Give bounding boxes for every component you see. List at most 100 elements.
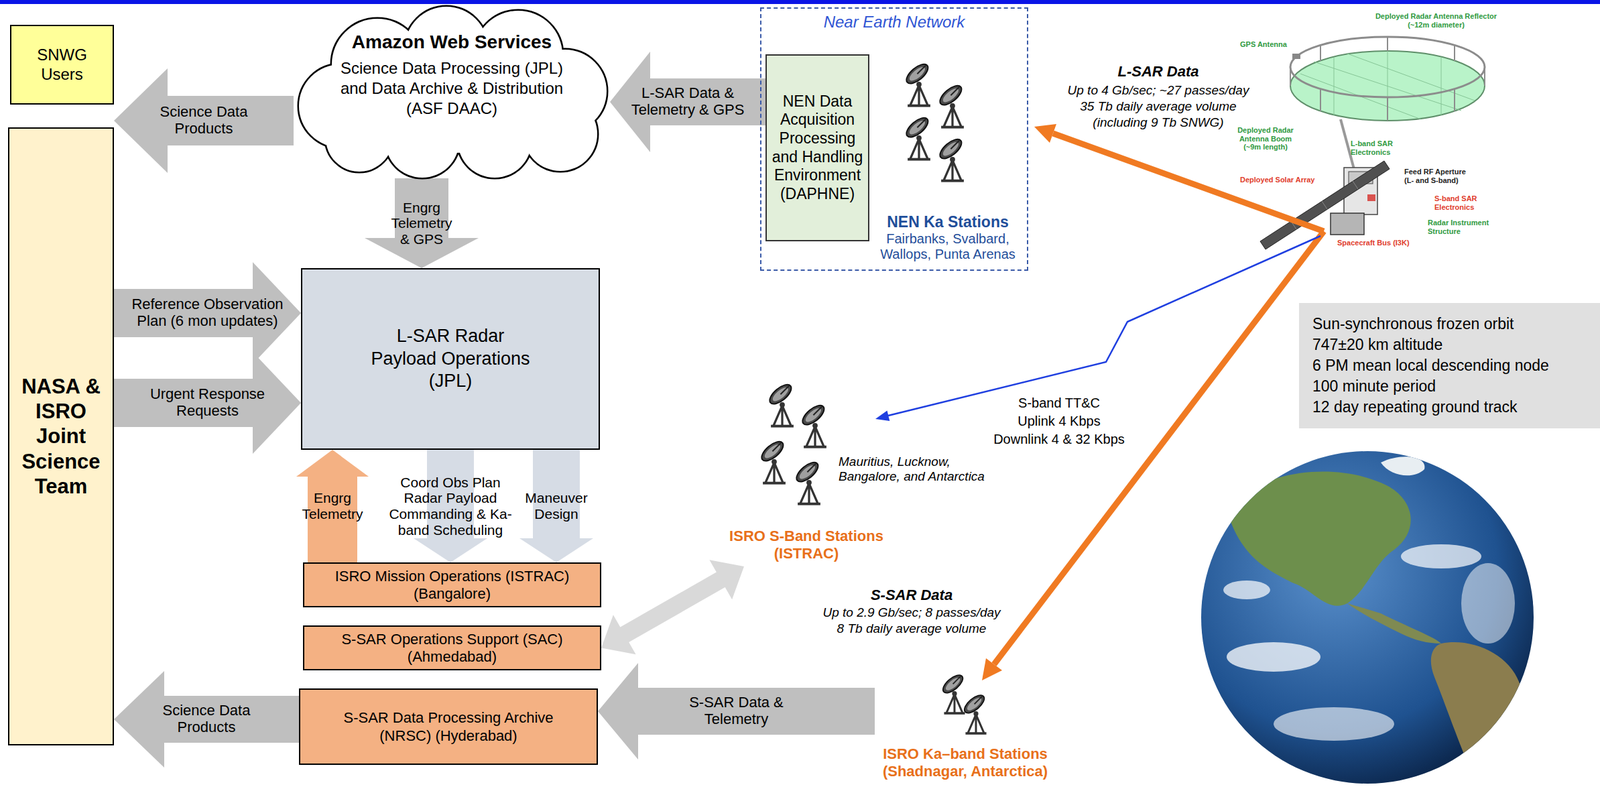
s-band-electronics: [1367, 194, 1376, 202]
node-text: SNWG Users: [25, 45, 100, 84]
node-text: Sun-synchronous frozen orbit: [1312, 313, 1514, 335]
ground-station: ISRO Ka–band Stations (Shadnagar, Antarc…: [874, 666, 1056, 785]
node-text: Science Data Processing (JPL) and Data A…: [331, 58, 573, 119]
callout-label: GPS Antenna: [1240, 40, 1294, 49]
cloud-swirl: [1461, 563, 1515, 644]
antenna-icon: [793, 459, 822, 506]
arrow-head: [709, 559, 745, 600]
data-center-box: S-SAR Data Processing Archive (NRSC) (Hy…: [298, 688, 598, 765]
callout-label: Radar Instrument Structure: [1427, 218, 1502, 236]
node-text: 12 day repeating ground track: [1312, 396, 1518, 418]
edge-label: S-SAR Data & Telemetry: [683, 694, 791, 728]
antenna-icon: [903, 114, 932, 161]
orbit-info-panel: Sun-synchronous frozen orbit747±20 km al…: [1299, 302, 1600, 429]
antenna-icon: [766, 381, 795, 428]
link-annotation: S-SAR Data: [811, 586, 1013, 604]
link-annotation: Downlink 4 & 32 Kbps: [978, 431, 1140, 448]
truss-struts: [1290, 36, 1485, 121]
cloud-lobe: [523, 97, 598, 171]
operations-box: L-SAR Radar Payload Operations (JPL): [300, 268, 600, 450]
process-box: NEN Data Acquisition Processing and Hand…: [765, 54, 870, 242]
cloud-swirl: [1226, 642, 1321, 672]
node-text: Fairbanks, Svalbard, Wallops, Punta Aren…: [870, 231, 1026, 263]
cloud-swirl: [1400, 544, 1482, 569]
block-arrow: [601, 559, 745, 655]
cloud-swirl: [1273, 707, 1395, 741]
cloud-swirl: [1223, 580, 1271, 600]
antenna-icon: [799, 402, 828, 449]
antenna-icon: [961, 691, 987, 734]
link-annotation: Up to 4 Gb/sec; ~27 passes/day: [1057, 83, 1259, 98]
edge-label: Engrg Telemetry & GPS: [384, 199, 459, 248]
node-text: Near Earth Network: [823, 12, 966, 32]
edge-label: L-SAR Data & Telemetry & GPS: [620, 85, 755, 118]
team-box: NASA & ISRO Joint Science Team: [8, 127, 114, 746]
ground-station: Mauritius, Lucknow, Bangalore, and Antar…: [722, 372, 998, 567]
link-annotation: (including 9 Tb SNWG): [1057, 115, 1259, 131]
link-annotation: S-band TT&C: [978, 395, 1140, 411]
solar-array: [1260, 160, 1390, 250]
node-text: 100 minute period: [1312, 376, 1436, 397]
operations-box: S-SAR Operations Support (SAC) (Ahmedaba…: [302, 625, 602, 671]
link-annotation: Up to 2.9 Gb/sec; 8 passes/day: [811, 605, 1013, 621]
callout-label: L-band SAR Electronics: [1350, 139, 1405, 157]
block-arrow: [113, 351, 301, 454]
callout-label: Spacecraft Bus (I3K): [1337, 238, 1432, 248]
antenna-icon: [903, 60, 932, 108]
node-text: 6 PM mean local descending node: [1312, 355, 1550, 377]
s-sar-downlink: [994, 231, 1324, 665]
cloud-lobe: [325, 104, 393, 172]
network-region: Near Earth NetworkNEN Data Acquisition P…: [760, 7, 1029, 271]
block-arrow: [113, 670, 299, 768]
arrow-shaft: [637, 687, 875, 735]
node-text: S-SAR Data Processing Archive (NRSC) (Hy…: [327, 708, 570, 746]
node-text: ISRO Ka–band Stations (Shadnagar, Antarc…: [877, 745, 1054, 781]
earth-surface: [1223, 456, 1522, 778]
block-arrow: [113, 262, 301, 364]
node-text: 747±20 km altitude: [1312, 334, 1443, 356]
edge-label: Engrg Telemetry: [298, 489, 366, 522]
continent: [1431, 642, 1523, 778]
ice-sheet: [1380, 456, 1425, 476]
antenna-icon: [937, 82, 966, 129]
link-annotation: L-SAR Data: [1057, 63, 1259, 80]
tt-and-c-link: [888, 235, 1321, 416]
edge-label: Urgent Response Requests: [140, 386, 275, 419]
block-arrow: [597, 662, 875, 760]
edge-label: Maneuver Design: [519, 489, 594, 522]
spacecraft-bus: [1330, 213, 1365, 235]
earth-disc: [1201, 451, 1534, 784]
gps-antenna: [1292, 53, 1301, 59]
antenna-icon: [937, 136, 966, 183]
node-text: S-SAR Operations Support (SAC) (Ahmedaba…: [311, 630, 594, 666]
node-text: NEN Data Acquisition Processing and Hand…: [768, 92, 867, 204]
callout-label: Deployed Radar Antenna Boom (~9m length): [1232, 126, 1300, 152]
arrow-head: [1034, 124, 1057, 143]
node-text: NASA & ISRO Joint Science Team: [14, 374, 108, 499]
edge-label: Science Data Products: [156, 702, 257, 736]
block-arrow: [113, 68, 294, 173]
node-text: ISRO Mission Operations (ISTRAC) (Bangal…: [311, 567, 594, 603]
node-text: Amazon Web Services: [351, 30, 552, 53]
arrow-head: [981, 658, 1003, 681]
arrow-head: [113, 670, 165, 768]
cloud-lobe: [523, 97, 598, 171]
link-annotation: 8 Tb daily average volume: [811, 621, 1013, 637]
antenna-icon: [939, 671, 966, 714]
arrow-shaft: [624, 579, 722, 635]
arrow-head: [296, 449, 369, 477]
link-annotation: 35 Tb daily average volume: [1057, 99, 1259, 114]
callout-label: Feed RF Aperture (L- and S-band): [1404, 167, 1472, 185]
cloud-lobe: [325, 104, 393, 172]
callout-label: Deployed Radar Antenna Reflector (~12m d…: [1364, 12, 1509, 29]
earth-globe: [1201, 451, 1534, 784]
arrow-head: [875, 410, 890, 421]
node-text: Mauritius, Lucknow, Bangalore, and Antar…: [838, 454, 997, 485]
arrow-head: [597, 662, 639, 760]
block-arrow: [364, 178, 479, 269]
arrow-head: [601, 614, 637, 655]
antenna-icon: [758, 438, 787, 485]
arrow-head: [519, 538, 594, 563]
